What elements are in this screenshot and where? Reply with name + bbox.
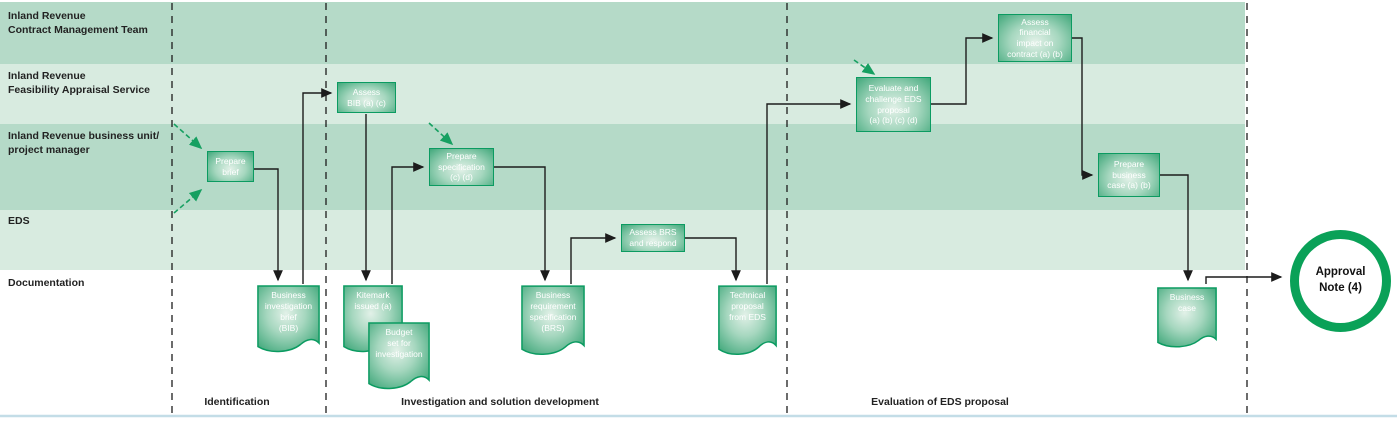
- trigger-arrow-evaluate-proposal: [853, 59, 876, 75]
- document-label: Kitemark issued (a): [354, 290, 392, 311]
- phase-label-evaluation: Evaluation of EDS proposal: [871, 396, 1009, 408]
- terminator-approval-note: Approval Note (4): [1290, 230, 1391, 332]
- document-label: Business requirement specification (BRS): [529, 290, 577, 333]
- document-label: Budget set for investigation: [375, 327, 423, 359]
- document-label: Business case: [1169, 292, 1205, 313]
- lane-label-documentation: Documentation: [8, 277, 85, 289]
- connector-business-case-doc-to-approval-note: [1205, 272, 1283, 284]
- document-business-investigation-brief: Business investigation brief (BIB): [257, 285, 320, 355]
- process-assess-bib: Assess BIB (a) (c): [337, 82, 396, 113]
- document-shape: [1157, 287, 1217, 350]
- connector-kitemark-doc-to-prepare-specification: [391, 162, 425, 284]
- process-assess-brs-respond: Assess BRS and respond: [621, 224, 685, 252]
- trigger-arrow-prepare-brief-lower: [173, 188, 203, 214]
- connector-brs-doc-to-assess-brs: [570, 233, 617, 284]
- trigger-arrow-prepare-specification: [428, 122, 454, 146]
- process-assess-financial-impact: Assess financial impact on contract (a) …: [998, 14, 1072, 62]
- document-budget-set: Budget set for investigation: [368, 322, 430, 392]
- connector-technical-doc-to-evaluate: [766, 99, 852, 284]
- document-business-requirement-specification: Business requirement specification (BRS): [521, 285, 585, 358]
- process-prepare-specification: Prepare specification (c) (d): [429, 148, 494, 186]
- lane-label-business-unit: Inland Revenue business unit/ project ma…: [8, 130, 160, 156]
- connector-assess-brs-to-technical-doc: [685, 237, 741, 282]
- document-shape: [368, 322, 430, 392]
- process-prepare-brief: Prepare brief: [207, 151, 254, 182]
- document-label: Technical proposal from EDS: [729, 290, 766, 322]
- lane-label-contract-management: Inland Revenue Contract Management Team: [8, 10, 148, 36]
- document-label: Business investigation brief (BIB): [264, 290, 313, 333]
- connector-prepare-business-case-to-business-case-doc: [1160, 174, 1193, 282]
- trigger-arrow-prepare-brief-upper: [173, 123, 203, 150]
- connector-evaluate-to-assess-financial: [931, 33, 994, 105]
- process-prepare-business-case: Prepare business case (a) (b): [1098, 153, 1160, 197]
- phase-label-investigation: Investigation and solution development: [401, 396, 599, 408]
- document-shape: [718, 285, 777, 358]
- process-evaluate-challenge-eds: Evaluate and challenge EDS proposal (a) …: [856, 77, 931, 132]
- document-technical-proposal: Technical proposal from EDS: [718, 285, 777, 358]
- lane-label-feasibility-appraisal: Inland Revenue Feasibility Appraisal Ser…: [8, 70, 151, 96]
- document-business-case: Business case: [1157, 287, 1217, 350]
- connector-bib-doc-to-assess-bib: [302, 88, 333, 284]
- connector-assess-financial-to-prepare-business-case: [1072, 37, 1094, 180]
- lane-band-feasibility-appraisal: [0, 64, 1245, 124]
- lane-label-eds: EDS: [8, 215, 30, 227]
- document-shape: [521, 285, 585, 358]
- document-shape: [257, 285, 320, 355]
- phase-label-identification: Identification: [204, 396, 270, 408]
- connector-prepare-brief-to-bib-doc: [254, 168, 283, 282]
- connector-prepare-specification-to-brs-doc: [494, 166, 550, 282]
